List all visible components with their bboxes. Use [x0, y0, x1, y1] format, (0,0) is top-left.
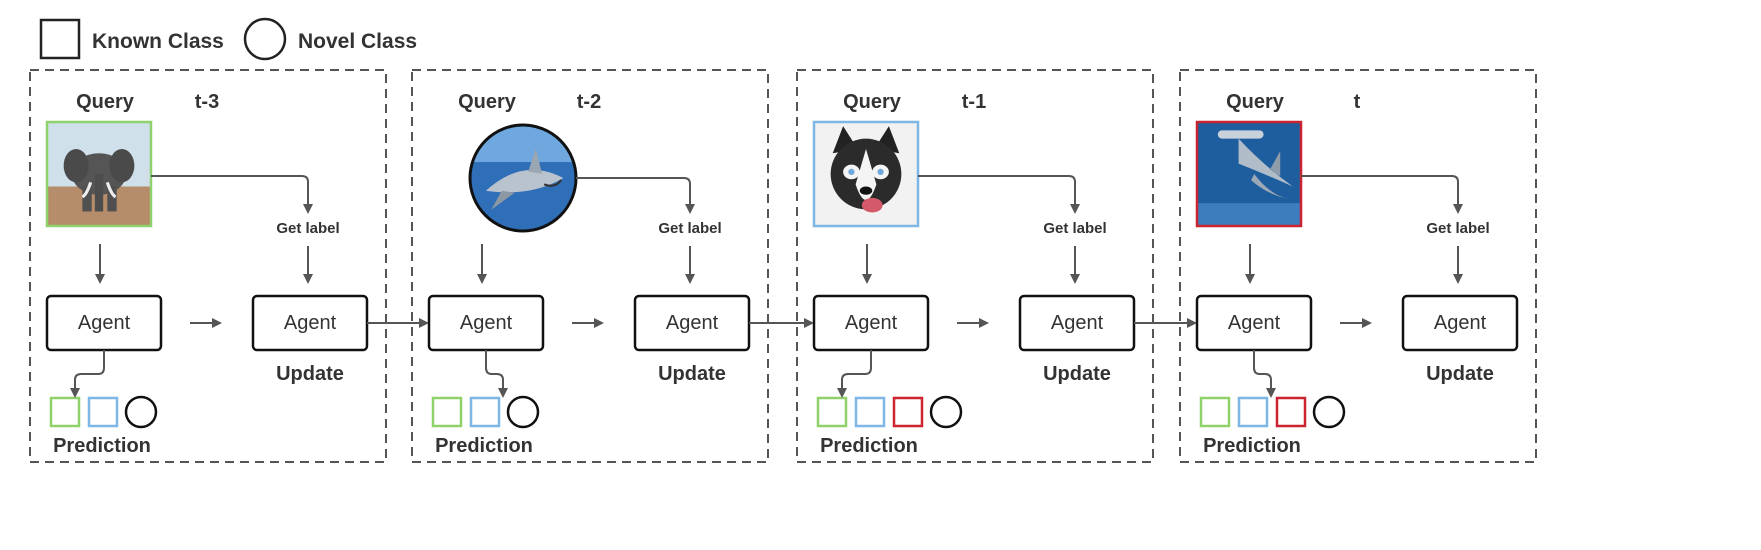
elephant-leg — [82, 186, 92, 212]
husky-nose — [859, 186, 873, 195]
query-image-husky — [814, 122, 918, 226]
time-step-label: t-2 — [577, 91, 601, 113]
agent-to-prediction-arrow — [1253, 350, 1276, 398]
prediction-label: Prediction — [820, 435, 918, 457]
get-label-text: Get label — [276, 220, 339, 237]
update-label: Update — [1043, 363, 1111, 385]
update-label: Update — [276, 363, 344, 385]
prediction-set — [49, 395, 158, 429]
elephant-ear — [109, 149, 135, 183]
query-image-shark — [470, 125, 576, 231]
blue-square-icon — [469, 396, 501, 428]
agent-update-box — [1401, 294, 1519, 352]
query-image-hammerhead-shark — [1197, 122, 1301, 226]
agent-update-label: Agent — [1051, 312, 1104, 334]
panel-frame — [411, 69, 769, 463]
agent-label: Agent — [1228, 312, 1281, 334]
elephant-leg — [107, 186, 117, 212]
get-label-text: Get label — [658, 220, 721, 237]
legend-novel-circle-icon — [243, 17, 287, 61]
husky-eye — [877, 168, 884, 176]
query-image-border — [1195, 120, 1303, 228]
time-step-label: t — [1354, 91, 1361, 113]
blue-square-icon — [87, 396, 119, 428]
legend-novel-label: Novel Class — [298, 30, 417, 53]
query-label: Query — [76, 91, 135, 113]
agent-update-label: Agent — [666, 312, 719, 334]
query-image-border — [45, 120, 153, 228]
prediction-label: Prediction — [1203, 435, 1301, 457]
hammerhead-head — [1217, 130, 1264, 139]
time-step-label: t-3 — [195, 91, 219, 113]
shark-mouth — [543, 179, 563, 187]
agent-label: Agent — [78, 312, 131, 334]
update-label: Update — [658, 363, 726, 385]
image-to-label-arrow — [576, 177, 695, 214]
query-label: Query — [843, 91, 902, 113]
novel-class-circle-icon — [506, 395, 540, 429]
red-square-icon — [892, 396, 924, 428]
query-label: Query — [1226, 91, 1285, 113]
legend-known-square-icon — [39, 18, 81, 60]
get-label-text: Get label — [1043, 220, 1106, 237]
green-square-icon — [816, 396, 848, 428]
query-image-elephant — [47, 122, 151, 226]
legend-known-label: Known Class — [92, 30, 224, 53]
agent-label: Agent — [845, 312, 898, 334]
shark-body — [1238, 138, 1293, 187]
elephant-trunk — [94, 174, 104, 212]
prediction-set — [816, 395, 963, 429]
image-to-label-arrow — [918, 175, 1080, 214]
time-step-label: t-1 — [962, 91, 986, 113]
husky-face — [855, 149, 877, 200]
agent-update-label: Agent — [1434, 312, 1487, 334]
elephant-tusk — [81, 181, 93, 199]
image-to-label-arrow — [1301, 175, 1463, 214]
legend: Known Class Novel Class — [39, 17, 417, 61]
agent-to-prediction-arrow — [485, 350, 508, 398]
blue-square-icon — [1237, 396, 1269, 428]
husky-tongue — [861, 197, 883, 213]
novel-class-circle-icon — [1312, 395, 1346, 429]
sea-floor — [1197, 203, 1301, 226]
image-to-label-arrow — [151, 175, 313, 214]
prediction-set — [431, 395, 540, 429]
agent-label: Agent — [460, 312, 513, 334]
query-image-border — [812, 120, 920, 228]
blue-square-icon — [854, 396, 886, 428]
green-square-icon — [49, 396, 81, 428]
prediction-label: Prediction — [435, 435, 533, 457]
agent-to-prediction-arrow — [837, 350, 872, 398]
husky-eye — [848, 168, 855, 176]
novel-class-circle-icon — [929, 395, 963, 429]
water-surface — [470, 125, 576, 163]
prediction-label: Prediction — [53, 435, 151, 457]
agent-update-label: Agent — [284, 312, 337, 334]
shark-fin — [491, 190, 515, 210]
prediction-set — [1199, 395, 1346, 429]
get-label-text: Get label — [1426, 220, 1489, 237]
shark-fin — [528, 148, 543, 174]
elephant-ear — [63, 149, 89, 183]
update-label: Update — [1426, 363, 1494, 385]
elephant-tusk — [105, 181, 117, 199]
green-square-icon — [1199, 396, 1231, 428]
shark-fin — [1269, 151, 1281, 177]
shark-body — [485, 169, 564, 193]
shark-body — [1251, 174, 1289, 199]
green-square-icon — [431, 396, 463, 428]
novel-class-circle-icon — [124, 395, 158, 429]
agent-to-prediction-arrow — [70, 350, 105, 398]
red-square-icon — [1275, 396, 1307, 428]
query-label: Query — [458, 91, 517, 113]
